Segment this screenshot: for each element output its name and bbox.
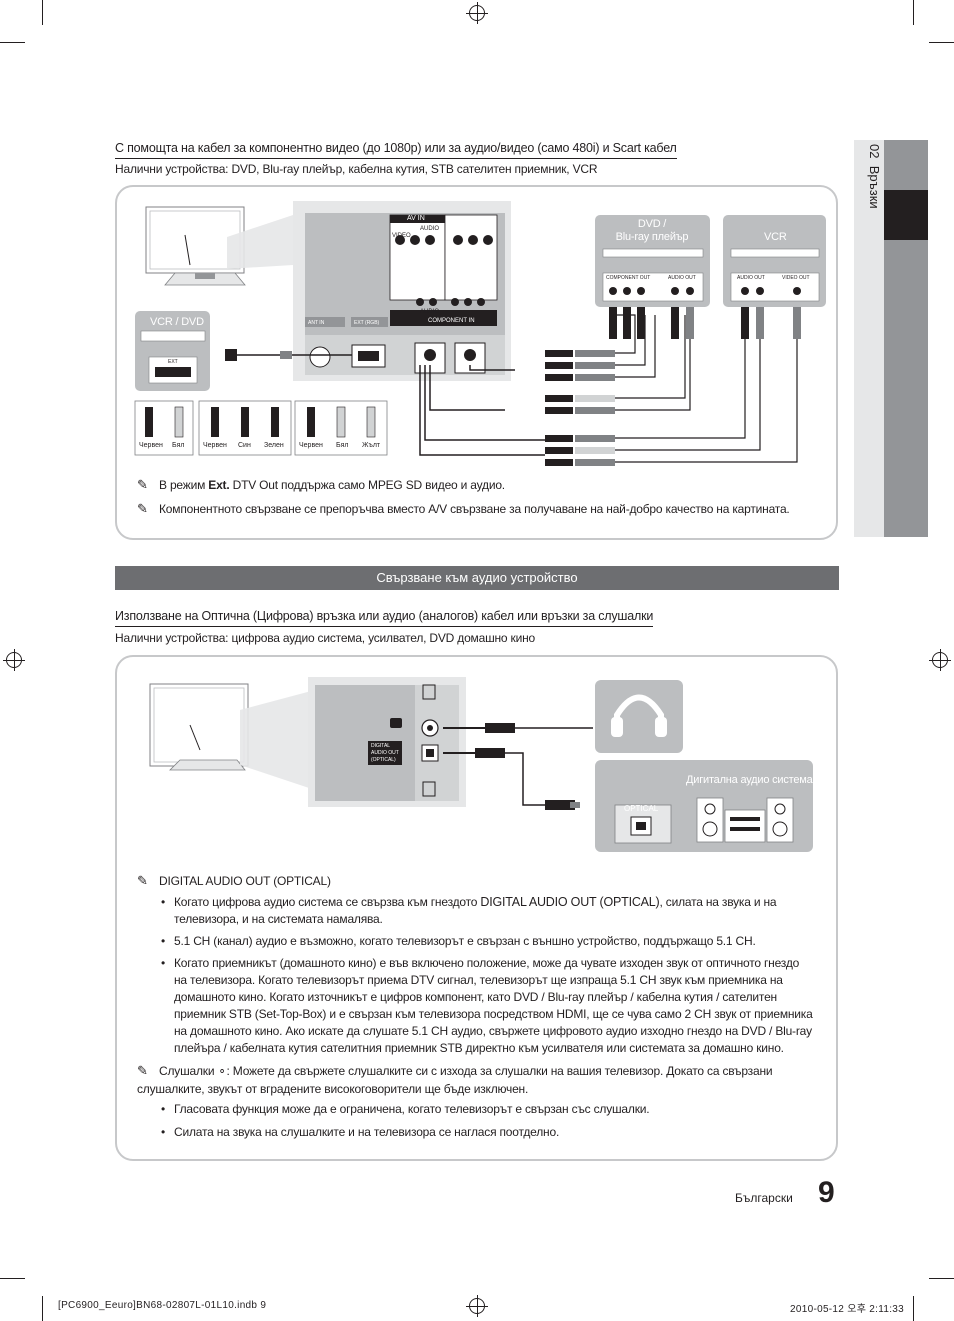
audio-label: AUDIO xyxy=(420,226,440,232)
note-component-recommended: ✎ Компонентното свързване се препоръчва в… xyxy=(137,500,827,518)
note-text: Компонентното свързване се препоръчва вм… xyxy=(159,502,790,516)
note-headphones: ✎ Слушалки ⚬: Можете да свържете слушалки… xyxy=(137,1062,827,1098)
bullet-item: • 5.1 CH (канал) аудио е възможно, когат… xyxy=(161,933,814,950)
cable-label-green: Зелен xyxy=(264,442,284,449)
side-tab-label: 02 Връзки xyxy=(856,144,882,209)
ext-port-label: EXT xyxy=(168,359,178,365)
component-out-label: COMPONENT OUT xyxy=(606,275,651,281)
vcr-video-out-label: VIDEO OUT xyxy=(782,275,810,281)
headphones-label: Слушалки xyxy=(159,1064,215,1078)
note-pencil-icon: ✎ xyxy=(137,1063,148,1078)
note-title: DIGITAL AUDIO OUT (OPTICAL) xyxy=(159,874,331,888)
note-bold: Ext. xyxy=(208,478,230,492)
video-label: VIDEO xyxy=(392,233,411,239)
cable-label-white: Бял xyxy=(336,442,349,449)
cable-label-white: Бял xyxy=(172,442,185,449)
dvd-title: DVD / Blu-ray плейър xyxy=(602,218,702,244)
dvd-audio-out-label: AUDIO OUT xyxy=(668,275,696,281)
note-pencil-icon: ✎ xyxy=(137,477,148,492)
digital-label-line1: DIGITAL xyxy=(371,743,391,749)
component-in-label: COMPONENT IN xyxy=(428,318,475,324)
bullet-item: • Когато приемникът (домашното кино) е в… xyxy=(161,955,814,1057)
side-tab-background xyxy=(854,140,884,537)
crop-mark xyxy=(929,42,954,43)
crop-mark xyxy=(929,1278,954,1279)
bullet-bold: DIGITAL AUDIO OUT (OPTICAL) xyxy=(480,895,660,909)
optical-port-label: OPTICAL xyxy=(624,804,659,813)
bullet-text: Силата на звука на слушалките и на телев… xyxy=(174,1125,560,1139)
section2-heading: Използване на Оптична (Цифрова) връзка и… xyxy=(115,609,653,627)
crop-mark xyxy=(0,42,25,43)
bullet-text: Гласовата функция може да е ограничена, … xyxy=(174,1102,650,1116)
bullet-item: • Силата на звука на слушалките и на тел… xyxy=(161,1124,814,1141)
registration-mark-icon xyxy=(3,649,25,671)
section-bar: Свързване към аудио устройство xyxy=(115,566,839,590)
crop-mark xyxy=(0,1278,25,1279)
footer-file-info: [PC6900_Eeuro]BN68-02807L-01L10.indb 9 xyxy=(58,1300,267,1311)
side-tab-marker xyxy=(884,190,928,240)
bullet-text: Когато цифрова аудио система се свързва … xyxy=(174,895,481,909)
cable-label-yellow: Жълт xyxy=(362,442,381,449)
crop-mark xyxy=(42,1296,43,1321)
registration-mark-icon xyxy=(466,1295,488,1317)
note-ext-mode: ✎ В режим Ext. DTV Out поддържа само MPEG… xyxy=(137,476,827,494)
bullet-item: • Когато цифрова аудио система се свързв… xyxy=(161,894,814,928)
note-digital-audio-out: ✎ DIGITAL AUDIO OUT (OPTICAL) xyxy=(137,872,331,890)
vcr-title: VCR xyxy=(764,231,787,243)
section1-heading: С помощта на кабел за компонентно видео … xyxy=(115,141,677,159)
chapter-title: Връзки xyxy=(867,165,882,209)
av-in-label: AV IN xyxy=(407,215,425,222)
note-text: : Можете да свържете слушалките си с изх… xyxy=(137,1064,773,1096)
registration-mark-icon xyxy=(929,649,951,671)
note-text: В режим xyxy=(159,478,209,492)
dvd-title-line1: DVD / xyxy=(637,218,667,230)
bullet-dot-icon: • xyxy=(161,1125,166,1139)
note-pencil-icon: ✎ xyxy=(137,501,148,516)
bullet-text: Когато приемникът (домашното кино) е във… xyxy=(174,956,813,1055)
dvd-title-line2: Blu-ray плейър xyxy=(615,231,689,243)
section2-devices: Налични устройства: цифрова аудио систем… xyxy=(115,631,535,645)
headphones-icon: ⚬ xyxy=(217,1066,227,1078)
ant-in-label: ANT IN xyxy=(308,320,325,326)
note-pencil-icon: ✎ xyxy=(137,873,148,888)
cable-label-red: Червен xyxy=(299,442,323,449)
audio-connection-diagram xyxy=(149,677,813,852)
audio-diagram-panel xyxy=(115,655,838,1161)
bullet-dot-icon: • xyxy=(161,934,166,948)
vcr-audio-out-label: AUDIO OUT xyxy=(737,275,765,281)
bullet-dot-icon: • xyxy=(161,956,166,970)
ext-rgb-label: EXT (RGB) xyxy=(354,320,380,326)
chapter-number: 02 xyxy=(867,144,882,159)
digital-audio-system-title: Дигитална аудио система xyxy=(686,774,813,786)
audio-lower-label: AUDIO xyxy=(420,309,440,315)
vcr-dvd-title: VCR / DVD xyxy=(150,316,204,328)
crop-mark xyxy=(42,0,43,25)
tv-back-icon xyxy=(149,683,249,771)
bullet-item: • Гласовата функция може да е ограничена… xyxy=(161,1101,814,1118)
cable-label-blue: Син xyxy=(238,442,251,449)
bullet-text: 5.1 CH (канал) аудио е възможно, когато … xyxy=(174,934,756,948)
section1-devices: Налични устройства: DVD, Blu-ray плейър,… xyxy=(115,162,598,176)
crop-mark xyxy=(913,1296,914,1321)
digital-label-line3: (OPTICAL) xyxy=(371,757,396,763)
page-number: 9 xyxy=(818,1176,835,1209)
cable-label-red: Червен xyxy=(203,442,227,449)
footer-timestamp: 2010-05-12 오후 2:11:33 xyxy=(790,1304,905,1315)
cable-label-red: Червен xyxy=(139,442,163,449)
crop-mark xyxy=(913,0,914,25)
digital-label-line2: AUDIO OUT xyxy=(371,750,399,756)
note-text: DTV Out поддържа само MPEG SD видео и ау… xyxy=(229,478,506,492)
bullet-dot-icon: • xyxy=(161,1102,166,1116)
bullet-dot-icon: • xyxy=(161,895,166,909)
footer-language: Български xyxy=(735,1191,793,1205)
registration-mark-icon xyxy=(466,2,488,24)
bullet-text: , силата на звука и на телевизора, и на … xyxy=(174,895,777,926)
component-scart-diagram xyxy=(134,201,826,466)
digital-audio-out-label: DIGITAL AUDIO OUT (OPTICAL) xyxy=(371,743,399,764)
